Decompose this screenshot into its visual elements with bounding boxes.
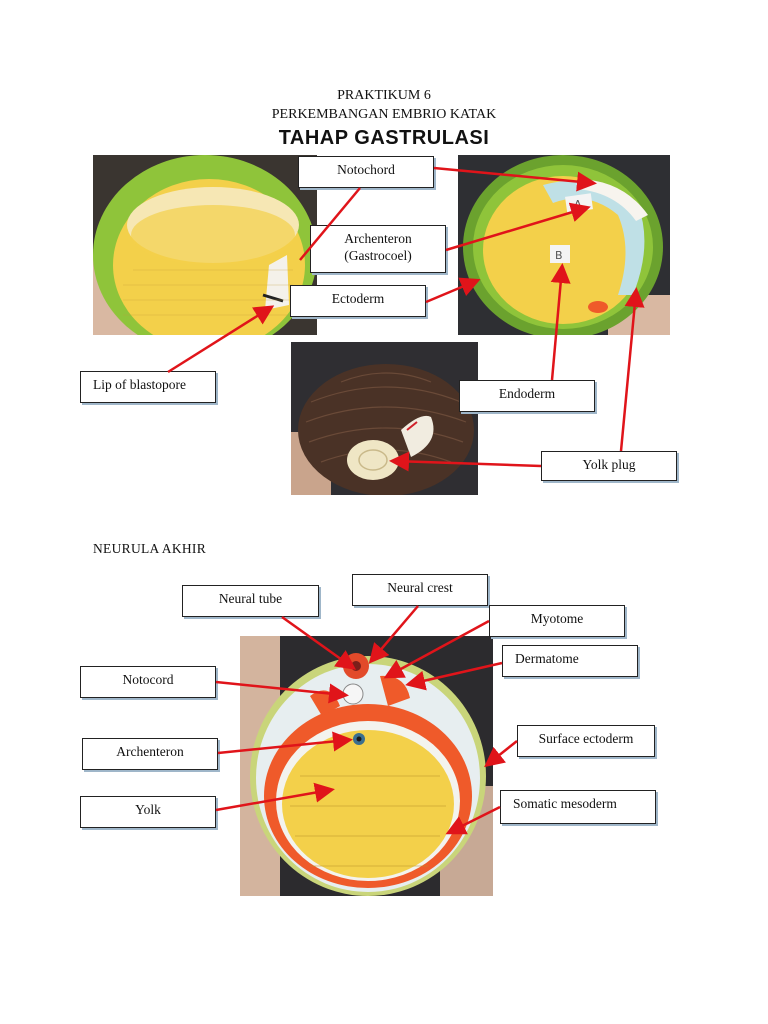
gastrula-photo-right: A B — [458, 155, 670, 335]
label-neural-tube: Neural tube — [182, 585, 319, 617]
label-lip-of-blastopore: Lip of blastopore — [80, 371, 216, 403]
page-title: TAHAP GASTRULASI — [278, 127, 490, 149]
label-dermatome: Dermatome — [502, 645, 638, 677]
label-neural-crest: Neural crest — [352, 574, 488, 606]
label-notochord: Notochord — [298, 156, 434, 188]
gastrula-photo-left — [93, 155, 317, 335]
section-title-neurula: NEURULA AKHIR — [93, 541, 207, 556]
label-archenteron-line-2: (Gastrocoel) — [344, 248, 412, 263]
model-mark-b: B — [555, 249, 563, 262]
label-archenteron: Archenteron — [82, 738, 218, 770]
gastrula-photo-external — [291, 342, 478, 495]
label-ectoderm: Ectoderm — [290, 285, 426, 317]
label-endoderm: Endoderm — [459, 380, 595, 412]
label-myotome: Myotome — [489, 605, 625, 637]
label-somatic-mesoderm: Somatic mesoderm — [500, 790, 656, 824]
model-mark-a: A — [574, 198, 582, 211]
label-yolk: Yolk — [80, 796, 216, 828]
label-notocord: Notocord — [80, 666, 216, 698]
label-yolk-plug: Yolk plug — [541, 451, 677, 481]
page-heading-line-1: PRAKTIKUM 6 — [337, 88, 431, 103]
neurula-photo — [240, 636, 493, 896]
label-archenteron-line-1: Archenteron — [344, 231, 412, 246]
label-archenteron-gastrocoel: Archenteron (Gastrocoel) — [310, 225, 446, 273]
label-surface-ectoderm: Surface ectoderm — [517, 725, 655, 757]
page-heading-line-2: PERKEMBANGAN EMBRIO KATAK — [271, 107, 497, 122]
